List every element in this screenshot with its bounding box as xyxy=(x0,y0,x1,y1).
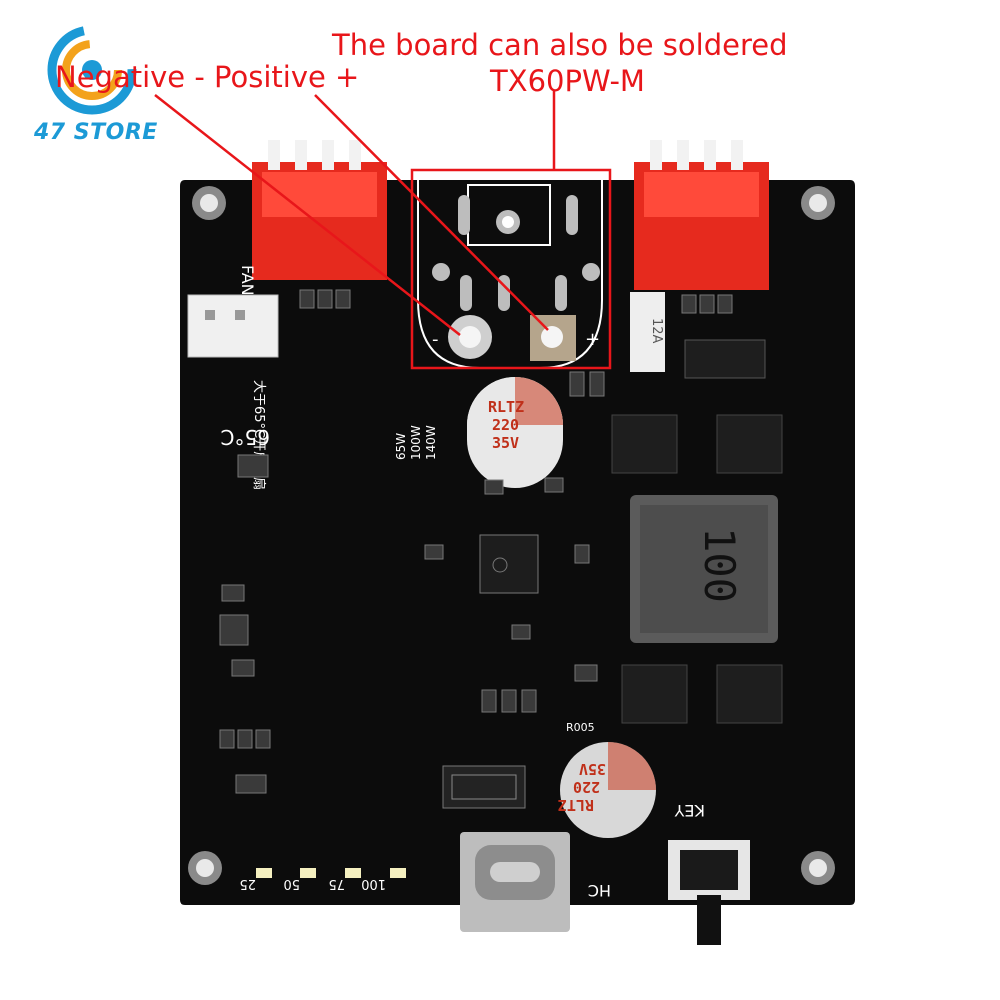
svg-text:RLTZ: RLTZ xyxy=(558,796,594,814)
solder-note: The board can also be soldered xyxy=(332,28,788,62)
fuse xyxy=(630,292,665,372)
wattage-65: 65W xyxy=(394,433,408,460)
smd-components xyxy=(219,289,733,794)
svg-text:220: 220 xyxy=(492,416,519,434)
level-75-label: 75 xyxy=(328,876,345,891)
capacitor-bottom: RLTZ 220 35V xyxy=(558,742,656,838)
positive-pointer-line xyxy=(314,94,549,331)
svg-text:220: 220 xyxy=(573,778,600,796)
fan-label: FAN xyxy=(238,265,257,296)
pad-minus-label: - xyxy=(432,329,439,350)
solder-highlight-box xyxy=(410,168,612,370)
fan-connector xyxy=(252,140,387,280)
inductor-label: 100 xyxy=(695,527,744,603)
controller-ic xyxy=(479,534,539,594)
usb-c-port xyxy=(460,832,570,932)
svg-text:35V: 35V xyxy=(579,760,606,778)
output-connector xyxy=(634,140,769,290)
store-name: 47 STORE xyxy=(34,120,158,145)
diode-bottom xyxy=(442,765,526,809)
level-100-label: 100 xyxy=(361,876,386,891)
solder-pad-area: - + xyxy=(417,174,603,369)
level-25-label: 25 xyxy=(239,876,256,891)
temp-label: 65°C xyxy=(221,425,270,449)
jst-connector xyxy=(187,294,279,358)
pad-plus-label: + xyxy=(585,329,600,350)
svg-text:35V: 35V xyxy=(492,434,519,452)
mosfet-4 xyxy=(716,664,783,724)
wattage-140: 140W xyxy=(424,425,438,460)
store-logo xyxy=(47,25,137,115)
model-label: TX60PW-M xyxy=(490,64,645,98)
inductor: 100 xyxy=(630,495,778,643)
mosfet-1 xyxy=(611,414,678,474)
mounting-holes xyxy=(188,186,835,885)
negative-pointer-line xyxy=(154,94,461,336)
mosfet-3 xyxy=(621,664,688,724)
level-leds xyxy=(256,868,406,878)
mosfet-2 xyxy=(716,414,783,474)
fuse-label: 12A xyxy=(649,318,664,344)
polarity-label: Negative - Positive + xyxy=(55,60,360,94)
key-switch xyxy=(668,840,750,945)
hc-label: HC xyxy=(588,881,611,900)
capacitor-top: RLTZ 220 35V xyxy=(467,377,563,488)
diode-top xyxy=(684,339,766,379)
r005-label: R005 xyxy=(566,721,595,734)
svg-text:RLTZ: RLTZ xyxy=(488,398,524,416)
key-label: KEY xyxy=(674,801,705,820)
level-50-label: 50 xyxy=(283,876,300,891)
wattage-100: 100W xyxy=(409,425,423,460)
